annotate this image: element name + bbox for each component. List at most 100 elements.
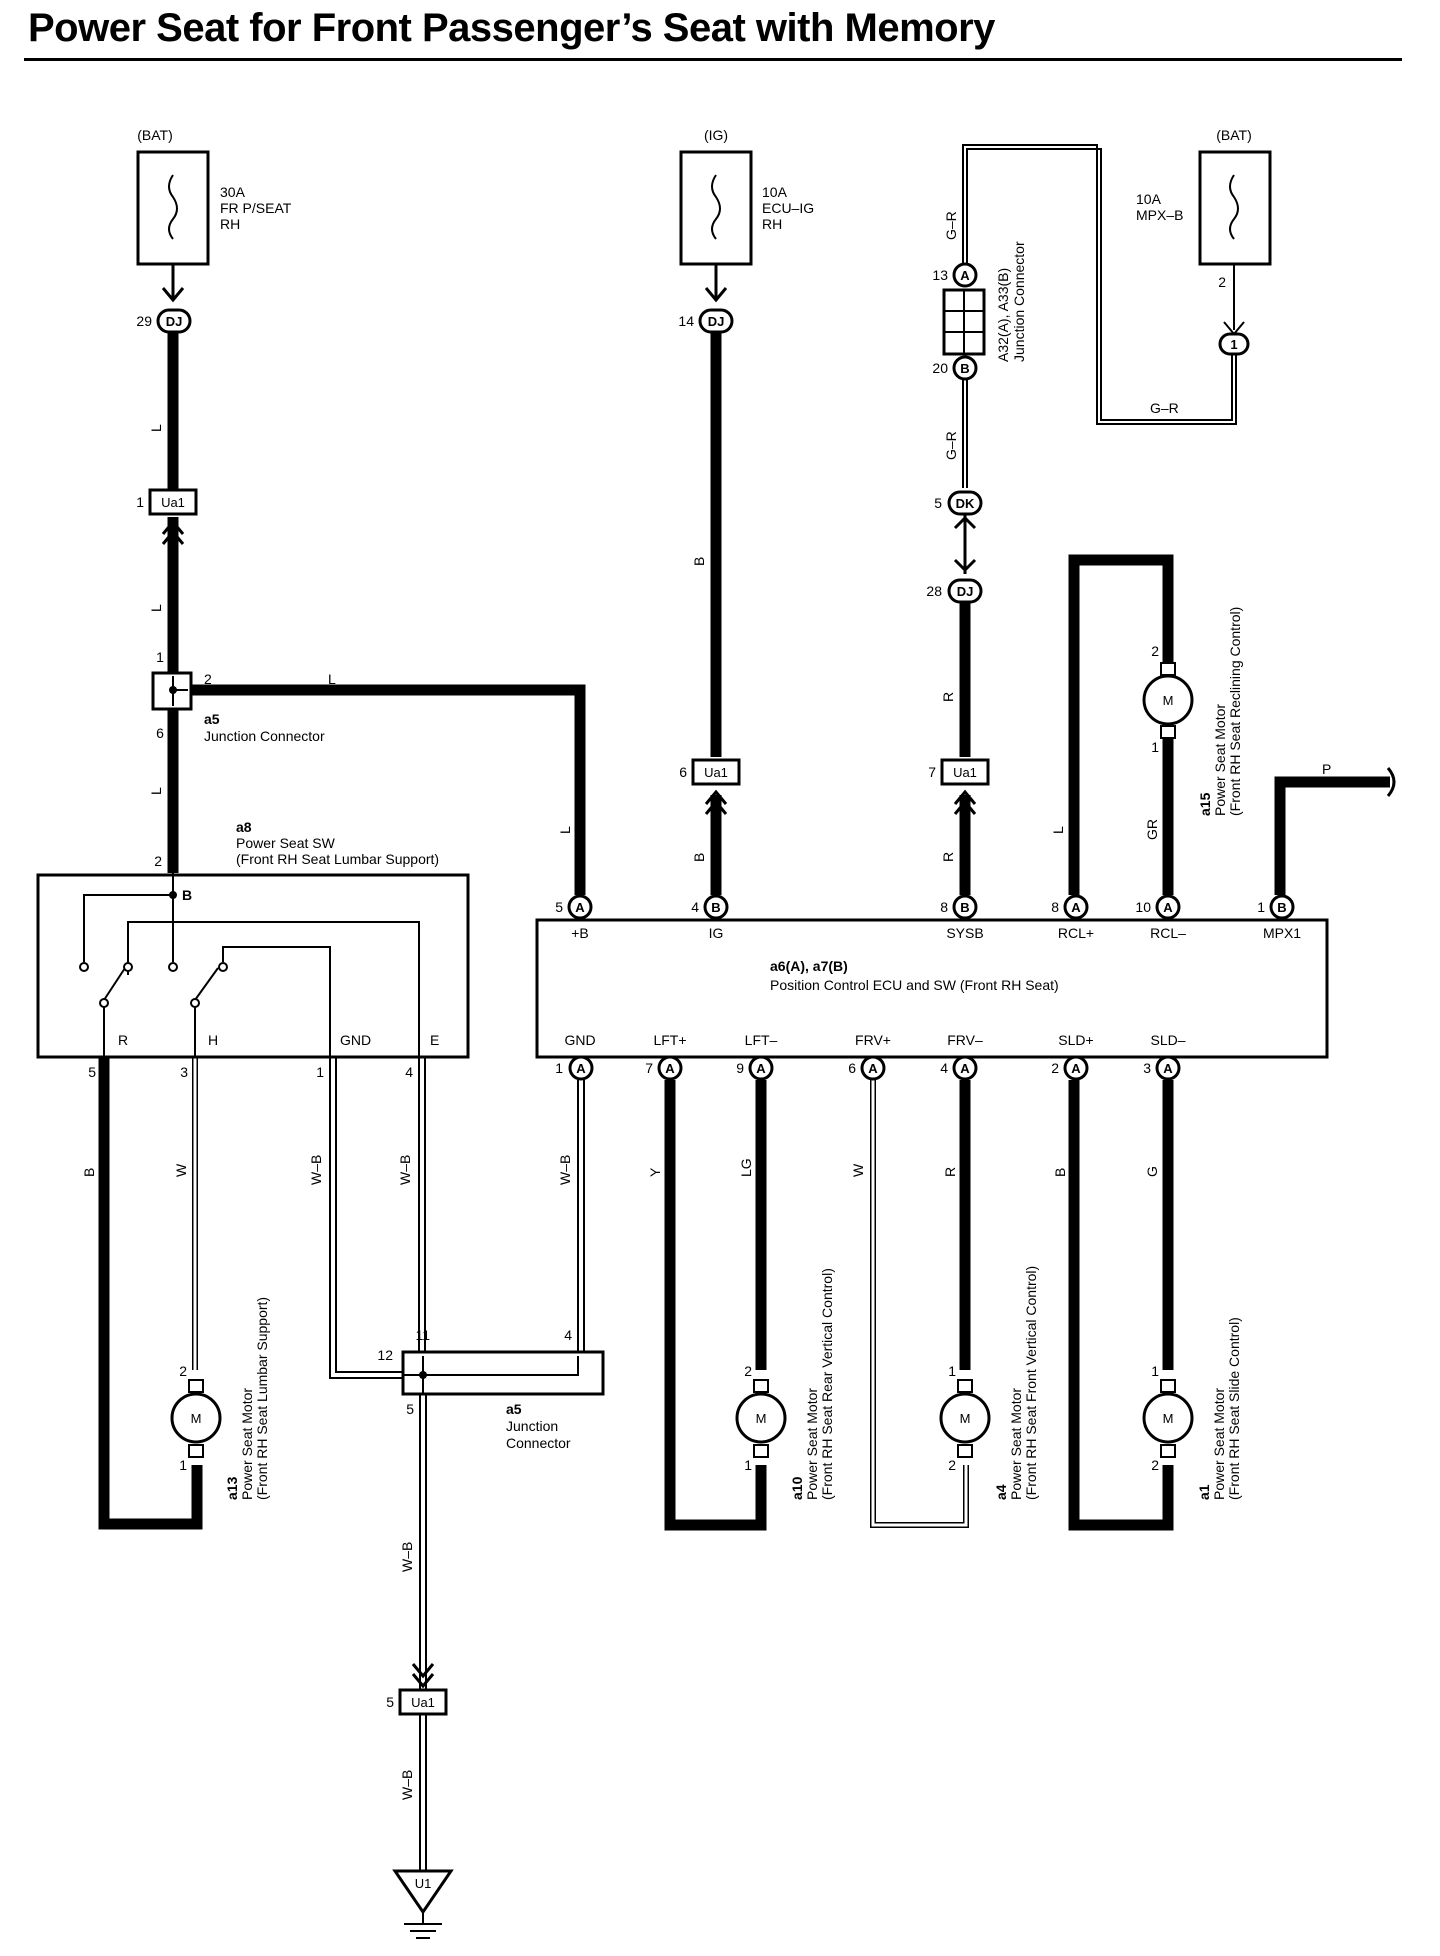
motor-a1: M 1 2 a1 Power Seat Motor (Front RH Seat… <box>1142 1317 1242 1500</box>
wire-l-to-plus-b <box>186 684 586 895</box>
svg-text:A32(A), A33(B): A32(A), A33(B) <box>995 268 1011 362</box>
svg-text:B: B <box>960 361 969 376</box>
svg-text:13: 13 <box>932 267 948 283</box>
svg-text:W–B: W–B <box>399 1542 415 1572</box>
svg-text:8: 8 <box>940 899 948 915</box>
wire-lft-loop <box>664 1080 767 1531</box>
svg-text:9: 9 <box>736 1060 744 1076</box>
svg-text:7: 7 <box>928 764 936 780</box>
svg-text:(Front RH Seat Reclining Contr: (Front RH Seat Reclining Control) <box>1227 607 1243 816</box>
fuse-2: (IG) 10A ECU–IG RH <box>679 127 814 266</box>
svg-text:4: 4 <box>691 899 699 915</box>
wire-labels: L L L L L B B R R G–R G–R G–R L GR B W W… <box>81 211 1179 1800</box>
svg-text:RH: RH <box>220 216 240 232</box>
svg-text:FRV–: FRV– <box>947 1032 983 1048</box>
wire-rcl-loop <box>1068 554 1174 895</box>
svg-text:1: 1 <box>744 1457 752 1473</box>
connector-dj-3: DJ 28 <box>926 578 983 604</box>
svg-text:1: 1 <box>948 1363 956 1379</box>
svg-text:Power Seat Motor: Power Seat Motor <box>1008 1388 1024 1500</box>
svg-text:SLD–: SLD– <box>1150 1032 1185 1048</box>
svg-text:a5: a5 <box>204 711 220 727</box>
svg-text:5: 5 <box>88 1064 96 1080</box>
svg-text:6: 6 <box>848 1060 856 1076</box>
svg-text:A: A <box>960 1061 970 1076</box>
svg-text:29: 29 <box>136 313 152 329</box>
svg-text:A: A <box>1163 900 1173 915</box>
svg-text:GND: GND <box>340 1032 371 1048</box>
svg-text:1: 1 <box>156 649 164 665</box>
svg-text:10A: 10A <box>1136 191 1162 207</box>
connector-ua1-ig: Ua1 6 <box>679 758 741 815</box>
fuse-1: (BAT) 30A FR P/SEAT RH <box>136 127 292 266</box>
svg-text:R: R <box>940 852 956 862</box>
svg-text:A: A <box>1163 1061 1173 1076</box>
svg-text:Power Seat Motor: Power Seat Motor <box>1211 1388 1227 1500</box>
svg-text:R: R <box>118 1032 128 1048</box>
svg-text:6: 6 <box>156 725 164 741</box>
svg-text:W–B: W–B <box>557 1155 573 1185</box>
svg-text:L: L <box>1050 826 1066 834</box>
svg-text:B: B <box>960 900 969 915</box>
svg-text:2: 2 <box>1151 1457 1159 1473</box>
svg-text:Junction Connector: Junction Connector <box>204 728 325 744</box>
svg-text:G: G <box>1144 1166 1160 1177</box>
svg-text:(Front RH Seat Rear Vertical C: (Front RH Seat Rear Vertical Control) <box>819 1268 835 1500</box>
svg-text:2: 2 <box>1218 274 1226 290</box>
svg-text:2: 2 <box>948 1457 956 1473</box>
svg-text:Position Control ECU and SW (F: Position Control ECU and SW (Front RH Se… <box>770 977 1059 993</box>
svg-text:FR P/SEAT: FR P/SEAT <box>220 200 292 216</box>
wire-w-b-group <box>329 1057 585 1870</box>
connector-dj-1: DJ 29 <box>136 287 192 334</box>
svg-text:a13: a13 <box>224 1476 240 1500</box>
svg-text:a5: a5 <box>506 1401 522 1417</box>
wire-p-cut <box>1386 767 1396 797</box>
svg-text:1: 1 <box>179 1457 187 1473</box>
svg-text:(Front RH Seat Lumbar Support): (Front RH Seat Lumbar Support) <box>254 1297 270 1500</box>
svg-text:W–B: W–B <box>397 1155 413 1185</box>
svg-text:R: R <box>942 1167 958 1177</box>
svg-text:a15: a15 <box>1197 792 1213 816</box>
svg-text:ECU–IG: ECU–IG <box>762 200 814 216</box>
svg-text:Ua1: Ua1 <box>704 765 728 780</box>
svg-text:B: B <box>711 900 720 915</box>
svg-text:Power Seat SW: Power Seat SW <box>236 835 336 851</box>
svg-text:(IG): (IG) <box>704 127 728 143</box>
svg-text:W–B: W–B <box>308 1155 324 1185</box>
svg-text:4: 4 <box>405 1064 413 1080</box>
svg-text:DJ: DJ <box>708 314 725 329</box>
svg-text:4: 4 <box>564 1327 572 1343</box>
svg-text:5: 5 <box>386 1694 394 1710</box>
svg-text:30A: 30A <box>220 184 246 200</box>
svg-text:(BAT): (BAT) <box>137 127 173 143</box>
svg-text:L: L <box>148 424 164 432</box>
svg-text:Y: Y <box>647 1167 663 1177</box>
svg-text:Ua1: Ua1 <box>411 1695 435 1710</box>
motor-a4: M 1 2 a4 Power Seat Motor (Front RH Seat… <box>939 1266 1039 1500</box>
svg-text:Ua1: Ua1 <box>953 765 977 780</box>
motor-a10: M 2 1 a10 Power Seat Motor (Front RH Sea… <box>735 1268 835 1500</box>
svg-text:a10: a10 <box>789 1476 805 1500</box>
svg-text:1: 1 <box>1257 899 1265 915</box>
svg-text:A: A <box>960 268 970 283</box>
svg-text:14: 14 <box>678 313 694 329</box>
svg-text:M: M <box>1163 693 1174 708</box>
svg-text:M: M <box>191 1411 202 1426</box>
svg-text:2: 2 <box>1151 643 1159 659</box>
svg-text:2: 2 <box>1051 1060 1059 1076</box>
svg-text:1: 1 <box>1151 739 1159 755</box>
wire-g-r-bundle <box>962 144 1237 488</box>
svg-text:GND: GND <box>564 1032 595 1048</box>
svg-text:(Front RH Seat Front Vertical: (Front RH Seat Front Vertical Control) <box>1023 1266 1039 1500</box>
svg-text:1: 1 <box>1151 1363 1159 1379</box>
svg-text:LFT+: LFT+ <box>653 1032 686 1048</box>
svg-text:1: 1 <box>555 1060 563 1076</box>
connector-dk: DK 5 <box>934 490 983 573</box>
svg-text:DJ: DJ <box>957 584 974 599</box>
svg-text:a8: a8 <box>236 819 252 835</box>
svg-text:G–R: G–R <box>943 431 959 460</box>
svg-text:SLD+: SLD+ <box>1058 1032 1093 1048</box>
svg-text:FRV+: FRV+ <box>855 1032 891 1048</box>
ecu-bottom-pins: A 1 A 7 A 9 A 6 A 4 A 2 A 3 <box>555 1055 1181 1081</box>
svg-text:A: A <box>756 1061 766 1076</box>
